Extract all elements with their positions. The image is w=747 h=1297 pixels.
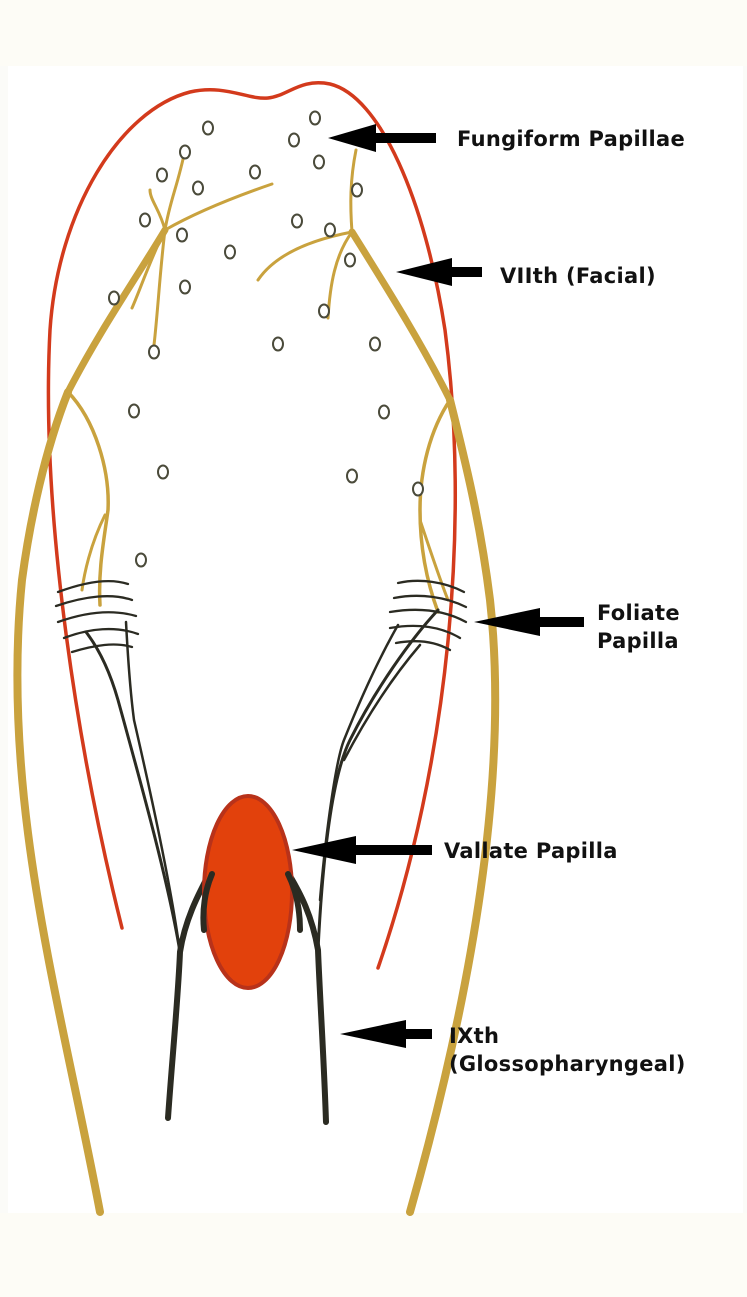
label-glosso-line2: (Glossopharyngeal): [449, 1049, 686, 1079]
arrow-glossopharyngeal: [340, 1020, 432, 1048]
glosso-left-branch-outer: [86, 632, 180, 952]
glosso-right-branch-inner: [320, 625, 398, 900]
foliate-papilla-grooves: [56, 581, 466, 652]
papilla-dot: [413, 483, 423, 496]
foliate-groove-left: [58, 612, 136, 622]
papilla-dot: [379, 406, 389, 419]
papilla-dot: [157, 169, 167, 182]
foliate-groove-right: [394, 596, 466, 607]
label-foliate-line2: Papilla: [597, 626, 679, 656]
papilla-dot: [136, 554, 146, 567]
papilla-dot: [310, 112, 320, 125]
papilla-dot: [250, 166, 260, 179]
papilla-dot: [319, 305, 329, 318]
vallate-papilla: [204, 796, 292, 988]
label-vallate-papilla: Vallate Papilla: [444, 836, 618, 866]
facial-nerve-left-branch-a: [165, 150, 185, 230]
facial-nerve-left-upper: [68, 230, 165, 392]
label-glosso-line1: IXth: [449, 1021, 499, 1051]
papilla-dot: [177, 229, 187, 242]
arrow-facial: [396, 258, 482, 286]
glosso-left-branch-inner: [126, 622, 180, 952]
papilla-dot: [109, 292, 119, 305]
papilla-dot: [140, 214, 150, 227]
papilla-dot: [314, 156, 324, 169]
label-foliate-line1: Foliate: [597, 598, 680, 628]
label-fungiform-papillae: Fungiform Papillae: [457, 124, 685, 154]
foliate-groove-right: [396, 641, 450, 650]
glosso-right-branch-mid: [344, 645, 420, 760]
papilla-dot: [158, 466, 168, 479]
papilla-dot: [325, 224, 335, 237]
papilla-dot: [352, 184, 362, 197]
papilla-dot: [149, 346, 159, 359]
papilla-dot: [180, 281, 190, 294]
papilla-dot: [273, 338, 283, 351]
facial-nerve-left-branch-b: [165, 184, 272, 230]
papilla-dot: [203, 122, 213, 135]
foliate-groove-left: [56, 596, 132, 606]
facial-nerve-right-upper: [352, 232, 450, 400]
papilla-dot: [370, 338, 380, 351]
facial-nerve-left-branch-e: [150, 190, 165, 230]
papilla-dot: [193, 182, 203, 195]
facial-nerve-left-lower-branch: [68, 392, 108, 605]
facial-nerve-left-trunk: [17, 392, 100, 1212]
papilla-dot: [129, 405, 139, 418]
papilla-dot: [289, 134, 299, 147]
papilla-dot: [345, 254, 355, 267]
foliate-groove-left: [72, 645, 132, 652]
foliate-groove-left: [58, 581, 128, 592]
papilla-dot: [347, 470, 357, 483]
papilla-dot: [180, 146, 190, 159]
facial-nerve: [17, 150, 495, 1212]
facial-nerve-right-branch-c: [328, 232, 352, 318]
papilla-dot: [225, 246, 235, 259]
papilla-dot: [292, 215, 302, 228]
label-facial-nerve: VIIth (Facial): [500, 261, 656, 291]
